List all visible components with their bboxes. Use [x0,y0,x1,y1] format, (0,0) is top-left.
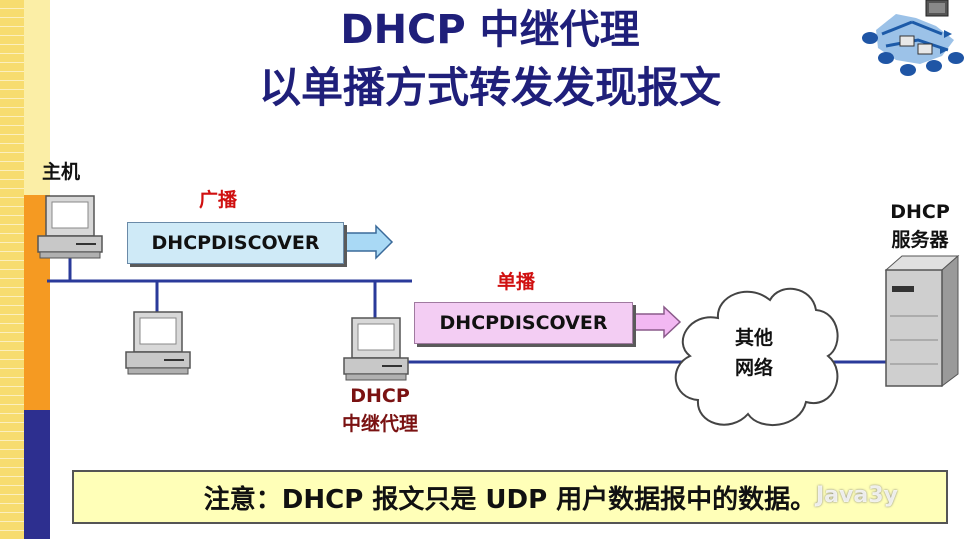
note-box: 注意：DHCP 报文只是 UDP 用户数据报中的数据。 [72,470,948,524]
unicast-label: 单播 [497,271,536,293]
host-label: 主机 [42,161,81,183]
title-line-2: 以单播方式转发发现报文 [258,63,721,112]
computer-icon [343,317,409,381]
relay-label-line-2: 中继代理 [341,413,418,435]
computer-icon [125,311,191,375]
left-stripe-lines [0,0,24,539]
server-tower-icon [884,254,960,387]
network-topology-icon [862,0,964,76]
server-label-line-1: DHCP [890,201,950,223]
left-stripe-navy [24,410,50,539]
watermark: Java3y [816,483,898,508]
broadcast-arrow [345,224,394,260]
unicast-message-box: DHCPDISCOVER [414,302,633,344]
cloud-icon [674,287,839,427]
broadcast-message-box: DHCPDISCOVER [127,222,344,264]
cloud-label-line-2: 网络 [734,357,773,379]
server-label-line-2: 服务器 [891,229,949,251]
left-stripe-upper [24,0,50,195]
unicast-arrow [633,305,682,339]
cloud-label-line-1: 其他 [734,327,773,349]
relay-label-line-1: DHCP [350,385,410,407]
broadcast-label: 广播 [199,189,238,211]
computer-icon [37,195,103,259]
title-line-1: DHCP 中继代理 [340,7,640,53]
